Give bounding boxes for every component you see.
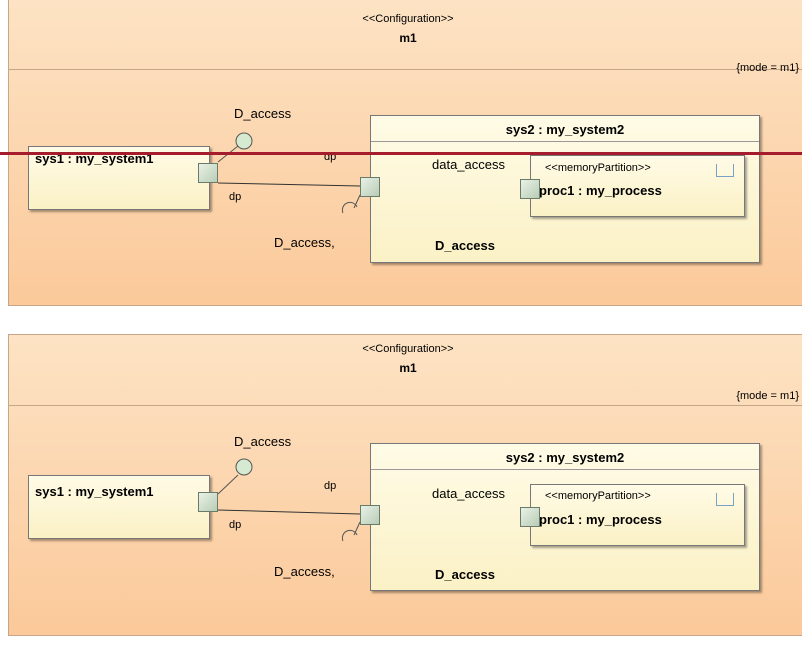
port-data-access[interactable] — [520, 179, 540, 199]
configuration-name: m1 — [399, 361, 417, 375]
part-title: proc1 : my_process — [539, 183, 662, 198]
label-data-access: data_access — [432, 157, 505, 172]
connector-dp — [217, 182, 361, 187]
required-interface-icon — [341, 201, 358, 214]
label-data-access: data_access — [432, 486, 505, 501]
part-sys1[interactable]: sys1 : my_system1 — [28, 475, 210, 539]
part-title: sys2 : my_system2 — [505, 450, 625, 465]
part-title: sys2 : my_system2 — [505, 122, 625, 137]
provided-interface-icon — [235, 458, 253, 476]
label-d-access: D_access, — [274, 235, 335, 250]
label-d-access: D_access — [435, 567, 495, 582]
label-d-access: D_access — [234, 106, 292, 121]
configuration-header: <<Configuration>> m1 {mode = m1} — [9, 335, 802, 406]
part-title: proc1 : my_process — [539, 512, 662, 527]
label-d-access: D_access — [435, 238, 495, 253]
label-dp: dp — [229, 191, 242, 203]
mode-constraint: {mode = m1} — [736, 62, 799, 74]
port-dp-sys1[interactable] — [198, 163, 218, 183]
configuration-stereotype: <<Configuration>> — [362, 343, 454, 355]
port-dp-sys1[interactable] — [198, 492, 218, 512]
part-proc1[interactable]: <<memoryPartition>> proc1 : my_process — [530, 484, 745, 546]
required-interface-icon — [341, 529, 358, 542]
part-sys1[interactable]: sys1 : my_system1 — [28, 146, 210, 210]
compartment-divider — [371, 141, 759, 142]
port-data-access[interactable] — [520, 507, 540, 527]
part-stereotype: <<memoryPartition>> — [545, 490, 651, 502]
provided-interface-icon — [235, 132, 253, 150]
port-sys2[interactable] — [360, 505, 380, 525]
configuration-stereotype: <<Configuration>> — [362, 13, 454, 25]
partition-icon — [716, 164, 734, 177]
partition-icon — [716, 493, 734, 506]
mode-constraint: {mode = m1} — [736, 390, 799, 402]
configuration-header: <<Configuration>> m1 {mode = m1} — [9, 0, 802, 74]
label-dp: dp — [229, 519, 242, 531]
label-dp: dp — [324, 480, 337, 492]
part-stereotype: <<memoryPartition>> — [545, 162, 651, 174]
label-d-access: D_access — [234, 434, 292, 449]
configuration-name: m1 — [399, 31, 417, 45]
connector-dp — [217, 509, 361, 515]
part-title: sys1 : my_system1 — [35, 484, 154, 499]
red-rule-line — [0, 152, 802, 155]
label-d-access: D_access, — [274, 564, 335, 579]
port-sys2[interactable] — [360, 177, 380, 197]
part-proc1[interactable]: <<memoryPartition>> proc1 : my_process — [530, 155, 745, 217]
compartment-divider — [371, 469, 759, 470]
